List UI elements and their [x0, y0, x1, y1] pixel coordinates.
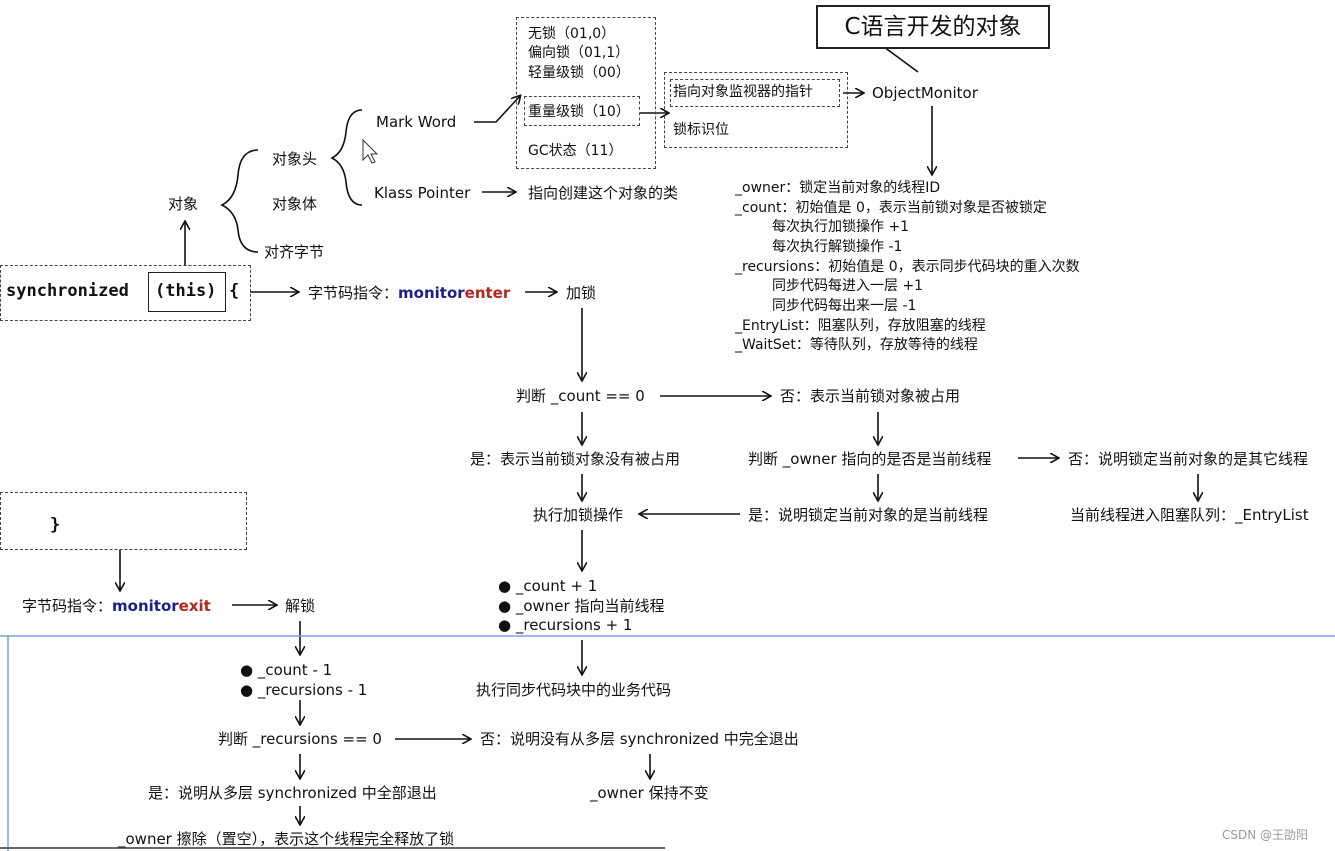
enter-label: 字节码指令： [308, 284, 399, 302]
heavy-detail-box [664, 72, 848, 148]
callout-box: C语言开发的对象 [816, 5, 1050, 49]
monitor-ptr: 指向对象监视器的指针 [673, 84, 813, 100]
exit-monitor: monitor [112, 597, 179, 615]
code-arg-box [148, 272, 226, 312]
monitor-field: _recursions：初始值是 0，表示同步代码块的重入次数 [735, 259, 1080, 275]
monitor-field: _EntryList：阻塞队列，存放阻塞的线程 [735, 318, 986, 334]
lock-step-text: _recursions + 1 [515, 616, 633, 634]
check-recursions: 判断 _recursions == 0 [218, 730, 382, 748]
watermark: CSDN @王劭阳 [1222, 828, 1309, 842]
enter-op: enter [464, 284, 511, 302]
count-no: 否：表示当前锁对象被占用 [780, 387, 961, 405]
count-yes: 是：表示当前锁对象没有被占用 [470, 450, 681, 468]
object-padding: 对齐字节 [264, 243, 325, 261]
enter-monitor: monitor [398, 284, 465, 302]
owner-keep: _owner 保持不变 [590, 784, 709, 802]
monitor-ptr-box [670, 79, 840, 107]
state-heavy: 重量级锁（10） [528, 104, 630, 120]
monitor-field: 同步代码每进入一层 +1 [772, 278, 924, 294]
recursions-yes: 是：说明从多层 synchronized 中全部退出 [148, 784, 437, 802]
lock-step-text: _owner 指向当前线程 [515, 597, 665, 615]
state-light: 轻量级锁（00） [528, 65, 630, 81]
monitor-field: _owner：锁定当前对象的线程ID [735, 180, 941, 196]
enter-instruction: 字节码指令：monitorenter [308, 284, 510, 302]
run-code: 执行同步代码块中的业务代码 [476, 681, 672, 699]
unlock-step-text: _recursions - 1 [257, 681, 368, 699]
code-keyword: synchronized [6, 281, 129, 301]
enter-result: 加锁 [566, 284, 597, 302]
arrow-markword-to-states [474, 96, 520, 123]
monitor-field: _WaitSet：等待队列，存放等待的线程 [735, 337, 978, 353]
code-close-box [0, 492, 247, 550]
lock-flag: 锁标识位 [673, 122, 729, 138]
lock-step: ● _recursions + 1 [498, 616, 633, 634]
lock-step: ● _count + 1 [498, 577, 598, 595]
check-count: 判断 _count == 0 [516, 387, 645, 405]
monitor-field: _count：初始值是 0，表示当前锁对象是否被锁定 [735, 200, 1047, 216]
monitor-field: 每次执行加锁操作 +1 [772, 219, 910, 235]
state-none: 无锁（01,0） [528, 26, 616, 42]
object-body: 对象体 [272, 195, 318, 213]
unlock-step: ● _recursions - 1 [240, 681, 368, 699]
exit-label: 字节码指令： [22, 597, 113, 615]
code-open-box [0, 265, 251, 321]
state-heavy-box [524, 96, 640, 126]
lock-step: ● _owner 指向当前线程 [498, 597, 665, 615]
lock-states-box [516, 17, 656, 169]
exit-result: 解锁 [285, 597, 316, 615]
monitor-field: 每次执行解锁操作 -1 [772, 239, 903, 255]
klass-desc: 指向创建这个对象的类 [528, 184, 679, 202]
object-brace [220, 149, 259, 253]
entry-list: 当前线程进入阻塞队列：_EntryList [1070, 506, 1309, 524]
owner-no: 否：说明锁定当前对象的是其它线程 [1068, 450, 1309, 468]
cursor-icon [362, 138, 379, 164]
object-header: 对象头 [272, 150, 318, 168]
recursions-no: 否：说明没有从多层 synchronized 中完全退出 [480, 730, 799, 748]
code-arg: (this) [155, 281, 217, 301]
monitor-field: 同步代码每出来一层 -1 [772, 298, 917, 314]
code-close-brace: } [50, 515, 61, 535]
object-root: 对象 [168, 195, 199, 213]
exit-instruction: 字节码指令：monitorexit [22, 597, 211, 615]
object-monitor-title: ObjectMonitor [872, 84, 978, 102]
klass-pointer: Klass Pointer [374, 184, 471, 202]
lock-step-text: _count + 1 [515, 577, 598, 595]
exit-op: exit [178, 597, 211, 615]
code-open-brace: { [229, 281, 240, 301]
state-biased: 偏向锁（01,1） [528, 45, 630, 61]
unlock-step-text: _count - 1 [257, 661, 333, 679]
mark-word: Mark Word [376, 113, 457, 131]
owner-yes: 是：说明锁定当前对象的是当前线程 [748, 506, 989, 524]
state-gc: GC状态（11） [528, 143, 623, 159]
unlock-step: ● _count - 1 [240, 661, 333, 679]
owner-clear: _owner 擦除（置空），表示这个线程完全释放了锁 [118, 830, 455, 848]
callout-text: C语言开发的对象 [844, 14, 1022, 40]
header-brace [330, 109, 363, 206]
do-lock: 执行加锁操作 [533, 506, 624, 524]
check-owner: 判断 _owner 指向的是否是当前线程 [748, 450, 992, 468]
